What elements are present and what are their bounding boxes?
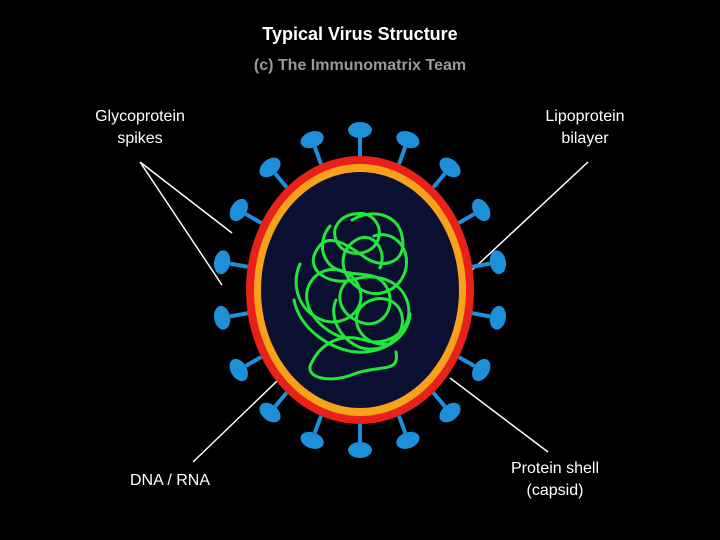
spike-stalk <box>457 212 476 225</box>
diagram-subtitle: (c) The Immunomatrix Team <box>253 57 467 74</box>
protein-shell-label: Protein shell (capsid) <box>495 458 615 502</box>
spike-head <box>489 305 507 330</box>
pointer-glyco-2 <box>139 161 223 286</box>
glycoprotein-spike <box>259 157 289 189</box>
glycoprotein-spike <box>431 157 461 189</box>
spike-stalk <box>397 146 408 165</box>
spike-stalk <box>312 415 323 434</box>
spike-stalk <box>244 212 263 225</box>
spike-stalk <box>457 355 476 368</box>
glycoprotein-spike <box>348 122 372 156</box>
glycoprotein-spike <box>300 415 324 449</box>
glycoprotein-spike <box>213 250 249 275</box>
diagram-title: Typical Virus Structure <box>262 24 458 44</box>
spike-stalk <box>431 391 447 408</box>
spike-head <box>396 131 420 149</box>
spike-head <box>300 431 324 449</box>
spike-head <box>348 442 372 458</box>
spike-head <box>348 122 372 138</box>
spike-head <box>439 157 461 178</box>
spike-head <box>213 250 231 275</box>
glycoprotein-spike <box>348 424 372 458</box>
dna-rna-label-line-1: DNA / RNA <box>129 472 210 489</box>
spike-head <box>259 402 281 423</box>
glycoprotein-label-line-1: Glycoprotein <box>95 108 185 125</box>
spike-stalk <box>471 311 491 319</box>
spike-stalk <box>431 172 447 189</box>
pointer-lipo <box>469 161 589 273</box>
spike-head <box>213 305 231 330</box>
lipoprotein-label-line-1: Lipoprotein <box>545 108 625 125</box>
glycoprotein-spike <box>457 198 491 225</box>
spike-head <box>472 358 491 382</box>
spike-stalk <box>244 355 263 368</box>
glycoprotein-spike <box>457 355 491 382</box>
spike-stalk <box>273 391 289 408</box>
spike-stalk <box>273 172 289 189</box>
dna-rna-label: DNA / RNA <box>115 470 225 492</box>
glycoprotein-spike <box>431 391 461 423</box>
spike-head <box>300 131 324 149</box>
glycoprotein-spike <box>229 355 263 382</box>
pointer-lines <box>139 161 589 463</box>
spike-head <box>229 358 248 382</box>
pointer-glyco-1 <box>139 161 233 234</box>
spike-stalk <box>229 261 249 269</box>
glycoprotein-spike <box>300 131 324 165</box>
glycoprotein-spikes-label: Glycoprotein spikes <box>70 106 210 150</box>
protein-shell-label-line-1: Protein shell <box>510 460 600 477</box>
protein-shell-label-line-2: (capsid) <box>526 482 584 499</box>
glycoprotein-spike <box>259 391 289 423</box>
spike-head <box>439 402 461 423</box>
lipoprotein-bilayer-label: Lipoprotein bilayer <box>520 106 650 150</box>
spike-head <box>229 198 248 222</box>
spike-head <box>259 157 281 178</box>
spike-head <box>472 198 491 222</box>
glycoprotein-spike <box>471 305 507 330</box>
glycoprotein-spike <box>213 305 249 330</box>
pointer-protein <box>449 377 549 453</box>
lipoprotein-label-line-2: bilayer <box>561 130 609 147</box>
glycoprotein-spike <box>396 415 420 449</box>
spike-head <box>396 431 420 449</box>
genome-strand <box>292 211 412 381</box>
spike-stalk <box>229 311 249 319</box>
spike-stalk <box>397 415 408 434</box>
glycoprotein-spikes <box>213 122 507 458</box>
glycoprotein-spike <box>396 131 420 165</box>
spike-stalk <box>312 146 323 165</box>
glycoprotein-spike <box>229 198 263 225</box>
glycoprotein-spike <box>471 250 507 275</box>
glycoprotein-label-line-2: spikes <box>117 130 163 147</box>
spike-stalk <box>471 261 491 269</box>
spike-head <box>489 250 507 275</box>
